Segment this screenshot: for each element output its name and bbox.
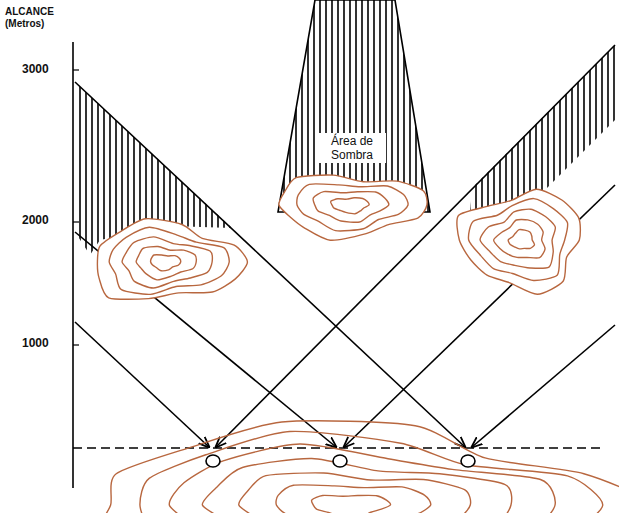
range-axis bbox=[72, 42, 74, 488]
shadow-area-label: Área de Sombra bbox=[315, 130, 389, 167]
contour-line bbox=[136, 246, 196, 279]
contour-line bbox=[331, 198, 370, 214]
axis-title: ALCANCE (Metros) bbox=[5, 6, 71, 29]
contour-line bbox=[311, 495, 390, 513]
contour-line bbox=[97, 219, 247, 300]
contour-line bbox=[109, 227, 229, 294]
contour-line bbox=[457, 189, 580, 294]
tick-mark bbox=[73, 344, 79, 345]
range-value: 2000 bbox=[22, 214, 49, 228]
position-line bbox=[73, 447, 605, 448]
contour-line bbox=[239, 473, 471, 513]
contour-line bbox=[297, 184, 408, 231]
firing-position bbox=[461, 455, 475, 467]
firing-position bbox=[333, 455, 347, 467]
sight-line bbox=[75, 322, 209, 447]
sight-line bbox=[472, 325, 615, 447]
area-name: Área de Sombra bbox=[318, 133, 386, 164]
contour-line bbox=[480, 209, 555, 268]
contour-line bbox=[508, 230, 534, 249]
range-value: 1000 bbox=[22, 337, 49, 351]
tick-mark bbox=[73, 221, 79, 222]
contour-line bbox=[313, 192, 389, 223]
contour-line bbox=[140, 431, 603, 513]
contour-line bbox=[279, 175, 427, 240]
contour-line bbox=[151, 255, 181, 271]
range-value: 3000 bbox=[22, 63, 49, 77]
contour-line bbox=[468, 199, 567, 281]
sight-line bbox=[216, 45, 615, 447]
contour-line bbox=[122, 237, 212, 288]
firing-position bbox=[206, 455, 220, 467]
tick-mark bbox=[73, 69, 79, 70]
contour-line bbox=[494, 219, 545, 258]
contour-line bbox=[276, 485, 431, 513]
shadow-area bbox=[470, 45, 615, 214]
contour-line bbox=[169, 444, 555, 513]
contour-line bbox=[97, 421, 619, 513]
